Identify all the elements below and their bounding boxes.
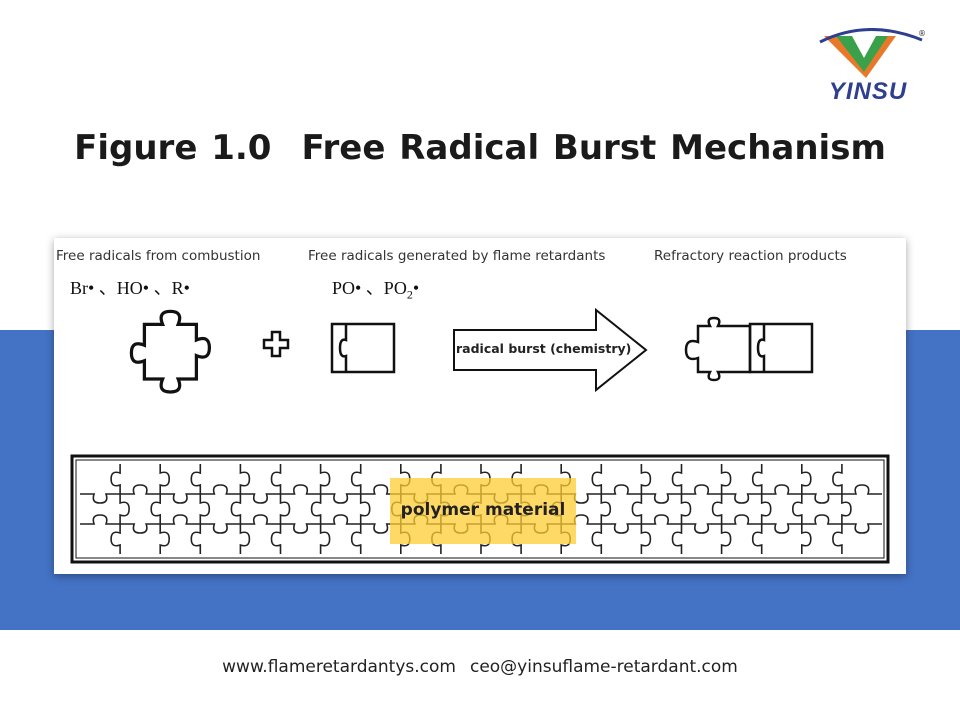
retardant-radical-piece-icon — [330, 322, 396, 374]
email-link[interactable]: ceo@yinsuflame-retardant.com — [469, 657, 738, 677]
polymer-material-label: polymer material — [400, 500, 566, 520]
website-link[interactable]: www.flameretardantys.com — [222, 657, 456, 677]
svg-text:®: ® — [918, 29, 926, 38]
combustion-radicals-formula: Br• 、HO• 、R• — [70, 278, 190, 298]
mechanism-drawing — [70, 307, 890, 564]
retardant-radicals-formula: PO• 、PO2• — [332, 278, 420, 302]
figure-title: Free Radical Burst Mechanism — [301, 128, 886, 168]
retardant-radicals-label: Free radicals generated by flame retarda… — [308, 248, 606, 264]
contact-footer: www.flameretardantys.com ceo@yinsuflame-r… — [0, 657, 960, 677]
logo-text: YINSU — [828, 78, 908, 105]
yinsu-logo: ® YINSU — [818, 28, 930, 108]
reaction-product-icon — [684, 316, 814, 382]
combustion-radicals-label: Free radicals from combustion — [56, 248, 261, 264]
figure-number: Figure 1.0 — [74, 128, 272, 168]
polymer-highlight — [390, 478, 576, 544]
plus-icon — [262, 330, 290, 358]
reaction-products-label: Refractory reaction products — [654, 248, 847, 264]
logo-mark-icon: ® — [819, 28, 926, 78]
page-title: Figure 1.0 Free Radical Burst Mechanism — [0, 128, 960, 168]
arrow-label: radical burst (chemistry) — [456, 341, 632, 356]
mechanism-diagram-panel: Free radicals from combustion Free radic… — [54, 238, 906, 574]
reaction-arrow-icon — [453, 307, 648, 393]
combustion-radical-puzzle-icon — [129, 309, 212, 394]
